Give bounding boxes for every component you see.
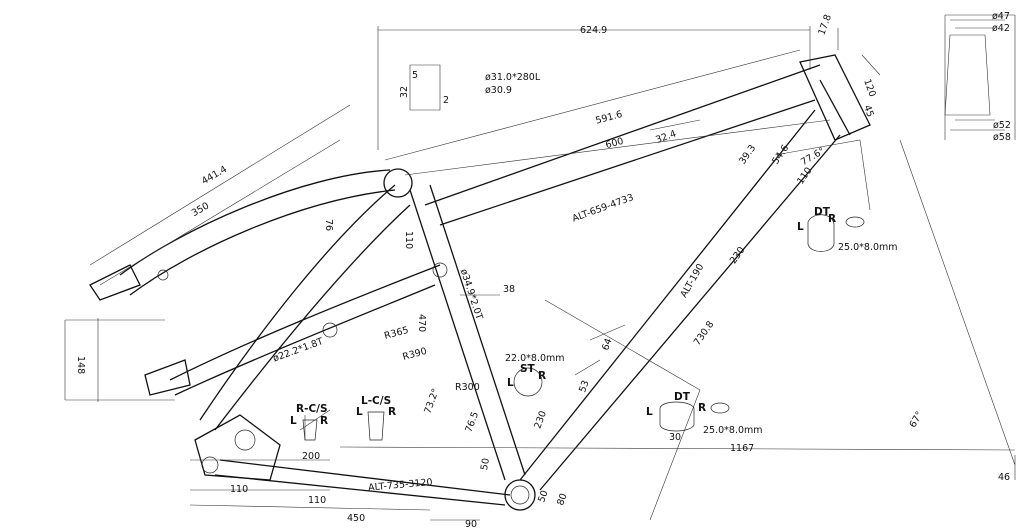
- dim-77-6: 77.6°: [799, 146, 827, 168]
- label-r-dt-lower: R: [698, 402, 706, 414]
- dim-53: 53: [577, 379, 591, 394]
- head-tube: [799, 54, 871, 141]
- dim-148: 148: [75, 356, 86, 374]
- down-tube: [519, 109, 841, 491]
- label-st: ST: [520, 363, 536, 375]
- lower-stay: [169, 264, 441, 396]
- dim-r390: R390: [401, 346, 428, 363]
- st-section: [513, 367, 543, 397]
- label-dt-lower: DT: [674, 391, 691, 403]
- dim-dt-upper-section: 25.0*8.0mm: [838, 242, 898, 253]
- dim-50-bb: 50: [536, 489, 550, 504]
- upper-stay: [119, 169, 396, 296]
- dt-section-lower: [659, 401, 695, 432]
- dim-441-4: 441.4: [200, 164, 229, 187]
- label-dt-upper: DT: [814, 206, 831, 218]
- seat-tube: [409, 184, 526, 481]
- dim-350: 350: [190, 200, 211, 219]
- seatpost-dim-32: 32: [399, 86, 410, 98]
- dim-90: 90: [465, 519, 477, 530]
- dim-d58: ø58: [993, 132, 1011, 143]
- dim-50-st: 50: [479, 457, 492, 471]
- top-tube: [424, 64, 821, 226]
- dim-120: 120: [861, 78, 878, 99]
- label-r-rcs: R: [320, 415, 328, 427]
- dimension-lines: [64, 14, 1016, 521]
- dim-39-3: 39.3: [737, 143, 758, 167]
- seatpost-dim-2: 2: [443, 95, 449, 106]
- dim-200: 200: [302, 451, 320, 462]
- seat-clamp: [383, 168, 413, 198]
- dim-67: 67°: [908, 410, 926, 430]
- label-l-lcs: L: [356, 406, 363, 418]
- lcs-section: [367, 411, 385, 441]
- dim-80: 80: [555, 492, 569, 507]
- dim-110-dropout: 110: [230, 484, 248, 495]
- rear-dropout-brake: [194, 414, 281, 481]
- dim-st-section: 22.0*8.0mm: [505, 353, 565, 364]
- dim-30: 30: [669, 432, 681, 443]
- dim-600: 600: [604, 136, 624, 151]
- dim-76-5: 76.5: [464, 410, 482, 434]
- label-lcs: L-C/S: [361, 395, 391, 407]
- dim-r365: R365: [383, 325, 410, 342]
- frame-outline: [89, 54, 871, 511]
- seatpost-dim-5: 5: [412, 70, 418, 81]
- dim-d42: ø42: [992, 23, 1010, 34]
- dim-110-st: 110: [403, 231, 414, 249]
- dim-76: 76: [323, 219, 334, 231]
- dim-32-4: 32.4: [654, 128, 678, 146]
- dim-45: 45: [861, 104, 875, 119]
- label-r-dt-upper: R: [828, 213, 836, 225]
- cross-sections: [302, 214, 865, 441]
- dim-730-8: 730.8: [692, 319, 717, 348]
- dim-46: 46: [998, 472, 1010, 483]
- dim-54-6: 54.6: [770, 143, 791, 167]
- dim-230-st: 230: [532, 409, 549, 430]
- dim-17-8: 17.8: [816, 13, 834, 37]
- tube-st: ø34.9*2.0T: [458, 268, 485, 322]
- dim-r300: R300: [455, 382, 480, 393]
- dt-profile-lower: [710, 402, 730, 414]
- dim-1167: 1167: [730, 443, 754, 454]
- tube-tt: ALT-659-4733: [571, 192, 635, 224]
- dim-d52: ø52: [993, 120, 1011, 131]
- label-l-rcs: L: [290, 415, 297, 427]
- tube-dt: ALT-190: [678, 262, 706, 300]
- dim-450: 450: [347, 513, 365, 524]
- label-l-dt-upper: L: [797, 221, 804, 233]
- dropout-lower: [144, 359, 191, 396]
- label-l-st: L: [507, 377, 514, 389]
- dim-624: 624.9: [580, 25, 607, 36]
- tube-ss: ø22.2*1.8T: [271, 336, 324, 364]
- dt-section-upper: [807, 214, 835, 252]
- seat-stay: [199, 184, 411, 431]
- label-l-dt-lower: L: [646, 406, 653, 418]
- dim-73-2: 73.2°: [422, 387, 441, 415]
- label-r-lcs: R: [388, 406, 396, 418]
- dropout-upper: [89, 264, 141, 301]
- label-rcs: R-C/S: [296, 403, 328, 415]
- rcs-section: [302, 419, 318, 441]
- dim-64: 64: [600, 337, 614, 352]
- dim-d47: ø47: [992, 11, 1010, 22]
- dt-profile-upper: [845, 216, 865, 228]
- dim-dt-lower-section: 25.0*8.0mm: [703, 425, 763, 436]
- seatpost-spec-2: ø30.9: [485, 85, 512, 96]
- bottom-bracket: [504, 479, 536, 511]
- dim-470: 470: [416, 314, 427, 332]
- seatpost-spec-1: ø31.0*280L: [485, 72, 541, 83]
- dim-591-6: 591.6: [594, 109, 623, 127]
- chain-stay: [214, 459, 511, 506]
- dim-38: 38: [503, 284, 515, 295]
- dim-110-cs: 110: [308, 495, 326, 506]
- label-r-st: R: [538, 370, 546, 382]
